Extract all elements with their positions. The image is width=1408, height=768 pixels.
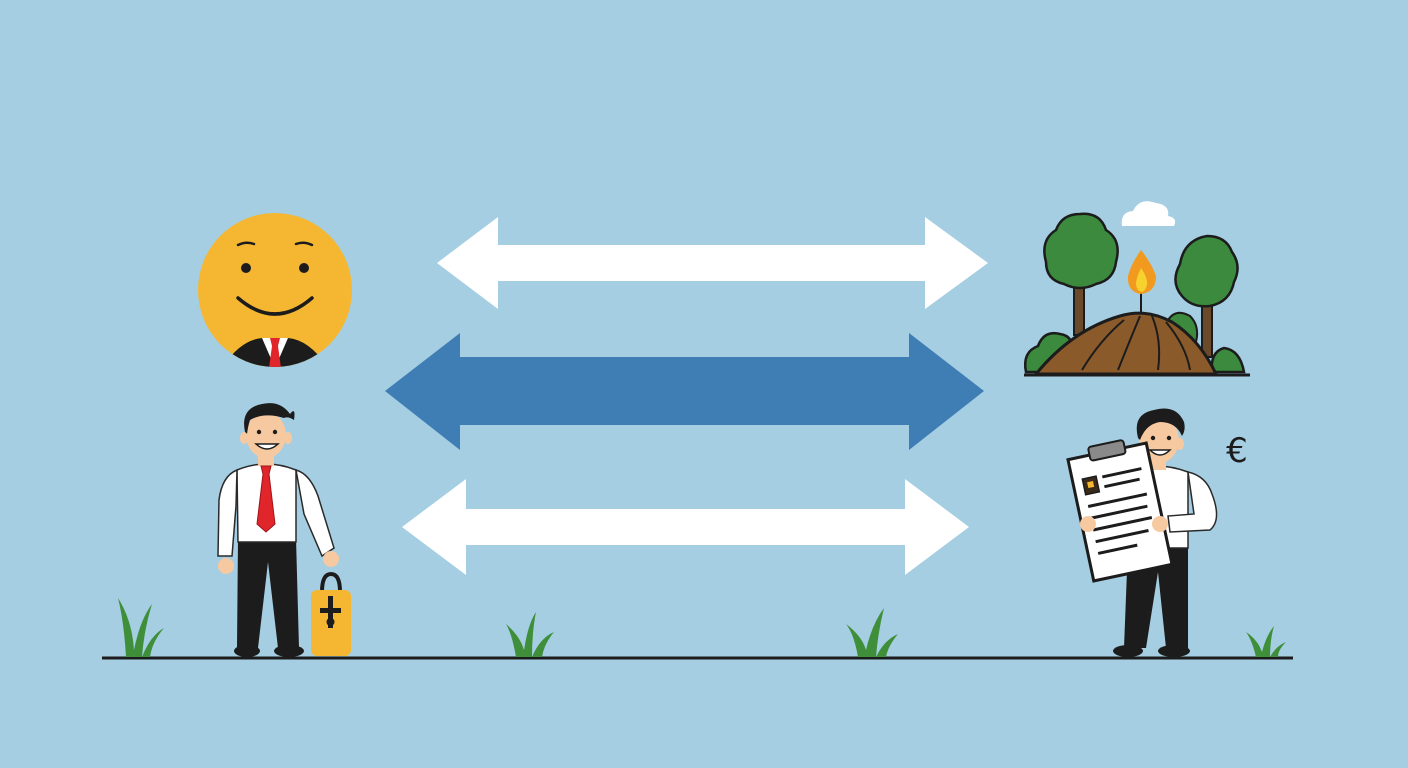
grass-tuft-icon <box>846 608 898 657</box>
grass-tuft-icon <box>118 598 164 657</box>
forest-mound-icon <box>1024 201 1250 377</box>
lock-bag-icon <box>311 571 351 656</box>
white-double-arrow-bottom <box>402 479 969 575</box>
blue-double-arrow-middle <box>385 333 984 450</box>
businessman-figure <box>217 403 339 657</box>
clipboard-document-icon <box>1066 439 1174 583</box>
euro-symbol: € <box>1226 431 1248 471</box>
hand <box>1080 516 1096 532</box>
grass-tuft-icon <box>1246 626 1286 657</box>
hand <box>1152 516 1168 532</box>
grass-tuft-icon <box>506 612 554 657</box>
smiley-face-icon <box>198 213 352 367</box>
white-double-arrow-top <box>437 217 988 309</box>
